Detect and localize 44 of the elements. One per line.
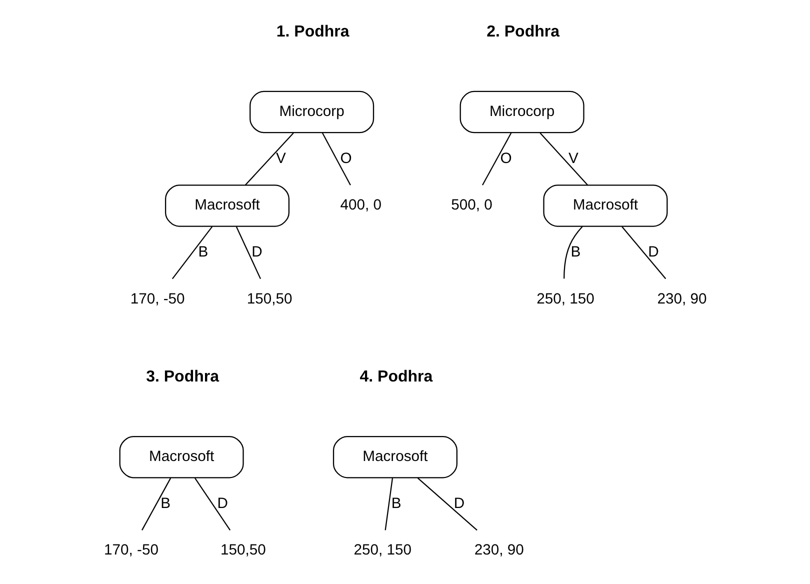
edge-label: V [276, 150, 286, 167]
node-text: 170, -50 [104, 542, 158, 559]
connector [194, 478, 230, 530]
node-box: Microcorp [249, 90, 374, 134]
node-box: Microcorp [459, 90, 584, 134]
node-box: Macrosoft [118, 436, 244, 478]
connector [539, 132, 588, 186]
connector [416, 478, 477, 531]
node-text: 230, 90 [656, 291, 706, 308]
label: 1. Podhra [276, 23, 349, 40]
connector [321, 132, 350, 186]
node-text: 250, 150 [353, 542, 412, 559]
edge-label: D [648, 244, 658, 260]
connector [563, 226, 582, 279]
label: 3. Podhra [146, 368, 218, 386]
node-text: 500, 0 [450, 198, 492, 214]
edge-label: V [568, 150, 578, 167]
edge-label: B [198, 244, 208, 260]
node-text: 400, 0 [340, 198, 382, 214]
label: 4. Podhra [359, 368, 432, 386]
connector [481, 132, 512, 186]
connector [235, 226, 261, 280]
edge-label: D [251, 244, 262, 260]
edge-label: O [500, 150, 512, 167]
edge-label: D [216, 496, 228, 512]
edge-label: B [390, 496, 401, 512]
connector [171, 226, 212, 280]
edge-label: D [453, 496, 464, 512]
node-text: 170, -50 [130, 291, 184, 308]
connector [244, 132, 294, 186]
node-box: Macrosoft [332, 436, 457, 478]
edge-label: B [570, 244, 580, 260]
node-text: 230, 90 [474, 542, 524, 559]
connector [384, 478, 393, 530]
edge-label: B [160, 496, 170, 512]
node-text: 150,50 [220, 542, 266, 559]
connector [141, 478, 171, 530]
label: 2. Podhra [486, 23, 559, 40]
node-box: Macrosoft [164, 184, 290, 227]
edge-label: O [340, 150, 352, 167]
node-text: 150,50 [246, 291, 292, 308]
node-box: Macrosoft [542, 184, 668, 227]
connector [621, 226, 666, 280]
node-text: 250, 150 [536, 291, 594, 308]
